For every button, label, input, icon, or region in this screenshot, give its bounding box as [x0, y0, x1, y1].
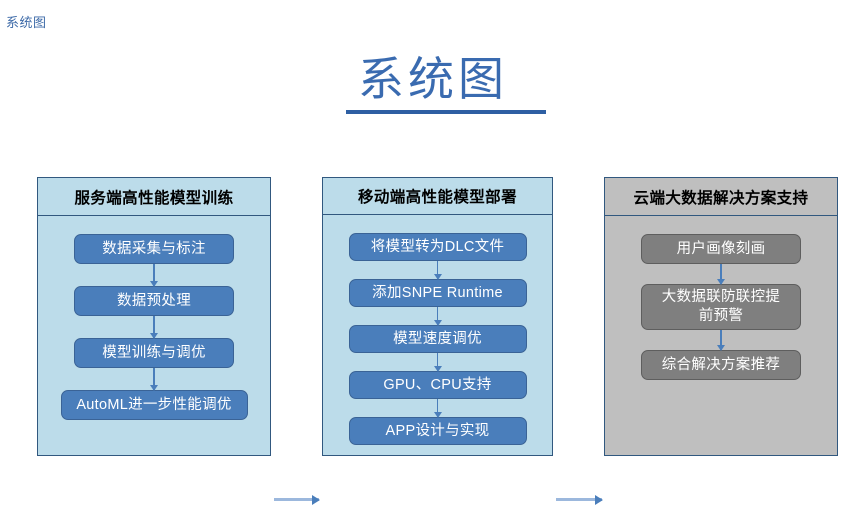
page-title: 系统图	[358, 54, 508, 105]
node-speed-tuning[interactable]: 模型速度调优	[348, 325, 527, 353]
panel-header-cloud-bigdata: 云端大数据解决方案支持	[605, 178, 837, 216]
arrow-down-icon	[716, 264, 726, 285]
panel-header-server-training: 服务端高性能模型训练	[38, 178, 270, 216]
arrow-right-icon-panel1-to-panel2	[274, 495, 320, 505]
arrow-down-icon	[716, 330, 726, 351]
corner-label: 系统图	[6, 15, 47, 30]
node-convert-dlc[interactable]: 将模型转为DLC文件	[348, 233, 527, 261]
node-data-collection[interactable]: 数据采集与标注	[74, 234, 234, 264]
arrow-down-icon	[149, 316, 159, 339]
node-solution-recommendation[interactable]: 综合解决方案推荐	[641, 350, 801, 380]
node-app-design[interactable]: APP设计与实现	[348, 417, 527, 445]
arrow-down-icon	[433, 399, 443, 418]
panel-cloud-bigdata[interactable]: 云端大数据解决方案支持 用户画像刻画 大数据联防联控提 前预警 综合解决方案推荐	[604, 177, 838, 456]
panel-body-server-training: 数据采集与标注 数据预处理 模型训练与调优 AutoML进一步性能调优	[38, 216, 270, 455]
panel-body-mobile-deployment: 将模型转为DLC文件 添加SNPE Runtime 模型速度调优 GPU、CPU…	[323, 215, 552, 455]
node-automl-tuning[interactable]: AutoML进一步性能调优	[60, 390, 248, 420]
arrow-down-icon	[433, 307, 443, 326]
arrow-down-icon	[433, 353, 443, 372]
node-joint-prevention-warning[interactable]: 大数据联防联控提 前预警	[641, 284, 801, 330]
panel-header-mobile-deployment: 移动端高性能模型部署	[323, 178, 552, 215]
arrow-down-icon	[149, 264, 159, 287]
node-user-profiling[interactable]: 用户画像刻画	[641, 234, 801, 264]
panel-body-cloud-bigdata: 用户画像刻画 大数据联防联控提 前预警 综合解决方案推荐	[605, 216, 837, 455]
diagram-panels: 服务端高性能模型训练 数据采集与标注 数据预处理 模型训练与调优 AutoML进…	[0, 177, 866, 505]
node-data-preprocessing[interactable]: 数据预处理	[74, 286, 234, 316]
panel-mobile-deployment[interactable]: 移动端高性能模型部署 将模型转为DLC文件 添加SNPE Runtime 模型速…	[322, 177, 553, 456]
arrow-right-icon-panel2-to-panel3	[556, 495, 603, 505]
arrow-down-icon	[149, 368, 159, 391]
node-model-training[interactable]: 模型训练与调优	[74, 338, 234, 368]
panel-server-training[interactable]: 服务端高性能模型训练 数据采集与标注 数据预处理 模型训练与调优 AutoML进…	[37, 177, 271, 456]
arrow-down-icon	[433, 261, 443, 280]
title-underline	[346, 110, 546, 114]
node-gpu-cpu-support[interactable]: GPU、CPU支持	[348, 371, 527, 399]
page-title-wrap: 系统图	[0, 52, 866, 108]
node-add-snpe-runtime[interactable]: 添加SNPE Runtime	[348, 279, 527, 307]
